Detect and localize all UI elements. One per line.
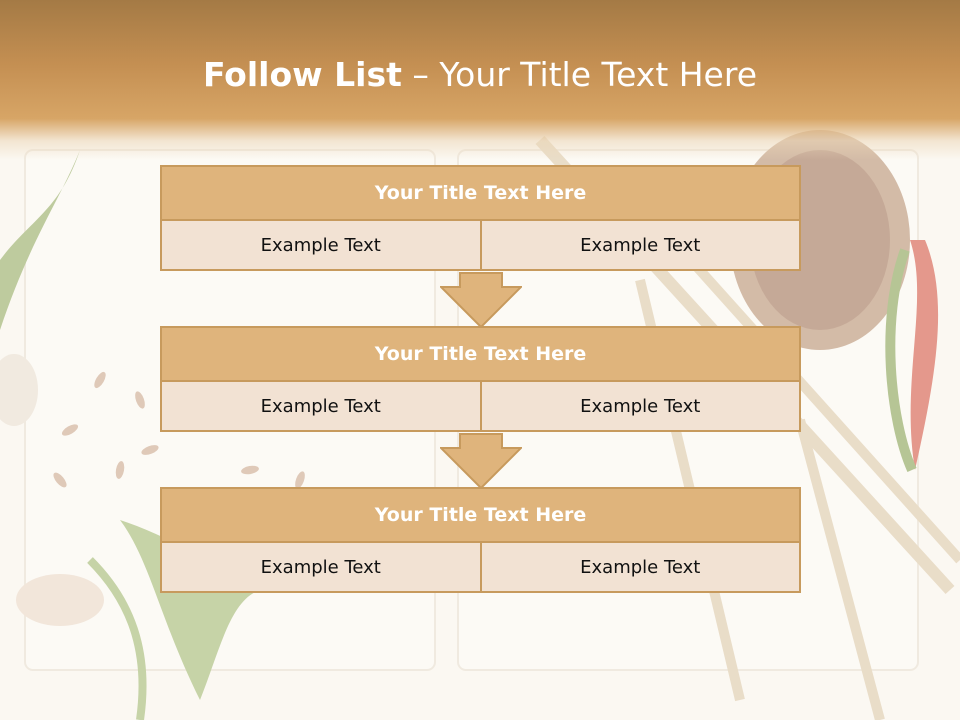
step-box-1[interactable]: Your Title Text Here Example Text Exampl… (160, 165, 801, 271)
step-box-3[interactable]: Your Title Text Here Example Text Exampl… (160, 487, 801, 593)
slide-title-bold: Follow List (202, 55, 402, 94)
step-title[interactable]: Your Title Text Here (160, 326, 801, 382)
step-cell-left[interactable]: Example Text (160, 382, 482, 432)
step-cell-left[interactable]: Example Text (160, 543, 482, 593)
down-arrow-icon (440, 433, 522, 489)
step-title[interactable]: Your Title Text Here (160, 487, 801, 543)
step-title[interactable]: Your Title Text Here (160, 165, 801, 221)
step-cell-left[interactable]: Example Text (160, 221, 482, 271)
step-box-2[interactable]: Your Title Text Here Example Text Exampl… (160, 326, 801, 432)
step-cell-right[interactable]: Example Text (481, 543, 801, 593)
down-arrow-icon (440, 272, 522, 328)
slide-title-rest: – Your Title Text Here (412, 55, 758, 94)
step-cell-right[interactable]: Example Text (481, 221, 801, 271)
title-bar (0, 0, 960, 160)
step-row: Example Text Example Text (160, 543, 801, 593)
step-row: Example Text Example Text (160, 221, 801, 271)
step-row: Example Text Example Text (160, 382, 801, 432)
step-cell-right[interactable]: Example Text (481, 382, 801, 432)
slide-title: Follow List – Your Title Text Here (0, 55, 960, 94)
